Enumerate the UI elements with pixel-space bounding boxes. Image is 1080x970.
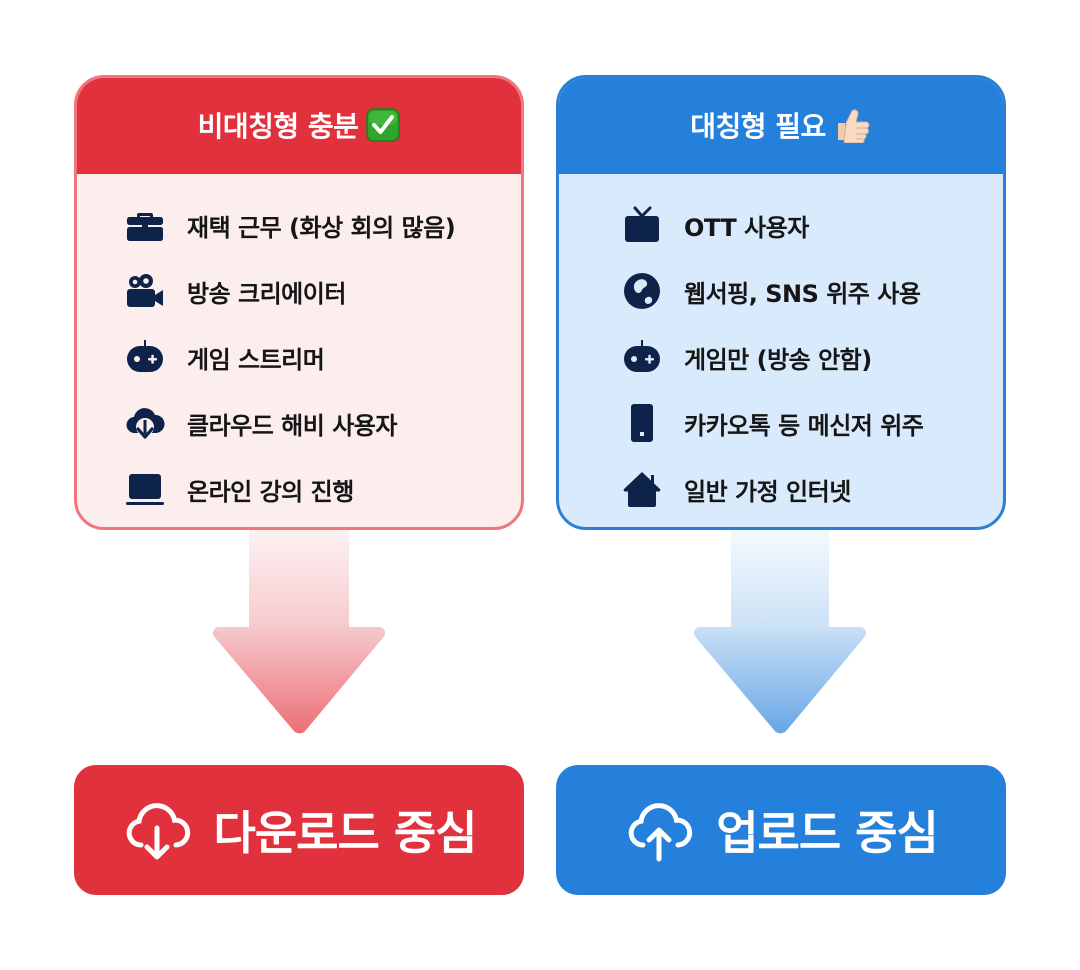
item-label: 클라우드 해비 사용자 xyxy=(187,411,397,440)
item-label: 일반 가정 인터넷 xyxy=(684,477,851,506)
list-item: 재택 근무 (화상 회의 많음) xyxy=(77,192,521,258)
game-controller-icon xyxy=(125,336,167,378)
video-camera-icon xyxy=(125,270,167,312)
symmetric-card-header: 대칭형 필요 xyxy=(559,78,1003,174)
download-focus-box: 다운로드 중심 xyxy=(74,765,524,895)
item-label: 웹서핑, SNS 위주 사용 xyxy=(684,279,921,308)
asymmetric-card: 비대칭형 충분 재택 근무 (화상 회의 많음) 방송 크리에이터 게임 스트리… xyxy=(74,75,524,530)
cloud-download-icon xyxy=(125,402,167,444)
list-item: 클라우드 해비 사용자 xyxy=(77,390,521,456)
item-label: 온라인 강의 진행 xyxy=(187,477,354,506)
upload-focus-label: 업로드 중심 xyxy=(716,806,939,860)
symmetric-list: OTT 사용자 웹서핑, SNS 위주 사용 게임만 (방송 안함) 카카오톡 … xyxy=(559,174,1003,522)
item-label: 게임만 (방송 안함) xyxy=(684,345,872,374)
smartphone-icon xyxy=(622,402,664,444)
down-arrow-red xyxy=(209,530,389,740)
game-controller-icon xyxy=(622,336,664,378)
asymmetric-card-title: 비대칭형 충분 xyxy=(197,109,359,143)
cloud-upload-outline-icon xyxy=(624,795,694,865)
down-arrow-blue xyxy=(690,530,870,740)
house-icon xyxy=(622,468,664,510)
check-mark-button-icon xyxy=(366,107,401,142)
item-label: 방송 크리에이터 xyxy=(187,279,346,308)
thumbs-up-icon xyxy=(834,107,872,143)
list-item: 방송 크리에이터 xyxy=(77,258,521,324)
list-item: 웹서핑, SNS 위주 사용 xyxy=(559,258,1003,324)
list-item: 게임만 (방송 안함) xyxy=(559,324,1003,390)
list-item: 온라인 강의 진행 xyxy=(77,456,521,522)
briefcase-icon xyxy=(125,204,167,246)
list-item: 게임 스트리머 xyxy=(77,324,521,390)
item-label: OTT 사용자 xyxy=(684,213,809,242)
cloud-download-outline-icon xyxy=(122,795,192,865)
tv-icon xyxy=(622,204,664,246)
download-focus-label: 다운로드 중심 xyxy=(213,806,478,860)
symmetric-card: 대칭형 필요 OTT 사용자 웹서핑, SNS 위주 사용 게임만 (방송 안함… xyxy=(556,75,1006,530)
item-label: 카카오톡 등 메신저 위주 xyxy=(684,411,924,440)
asymmetric-card-header: 비대칭형 충분 xyxy=(77,78,521,174)
item-label: 재택 근무 (화상 회의 많음) xyxy=(187,213,456,242)
item-label: 게임 스트리머 xyxy=(187,345,325,374)
list-item: OTT 사용자 xyxy=(559,192,1003,258)
asymmetric-list: 재택 근무 (화상 회의 많음) 방송 크리에이터 게임 스트리머 클라우드 해… xyxy=(77,174,521,522)
globe-icon xyxy=(622,270,664,312)
list-item: 일반 가정 인터넷 xyxy=(559,456,1003,522)
list-item: 카카오톡 등 메신저 위주 xyxy=(559,390,1003,456)
symmetric-card-title: 대칭형 필요 xyxy=(690,109,826,143)
laptop-icon xyxy=(125,468,167,510)
upload-focus-box: 업로드 중심 xyxy=(556,765,1006,895)
